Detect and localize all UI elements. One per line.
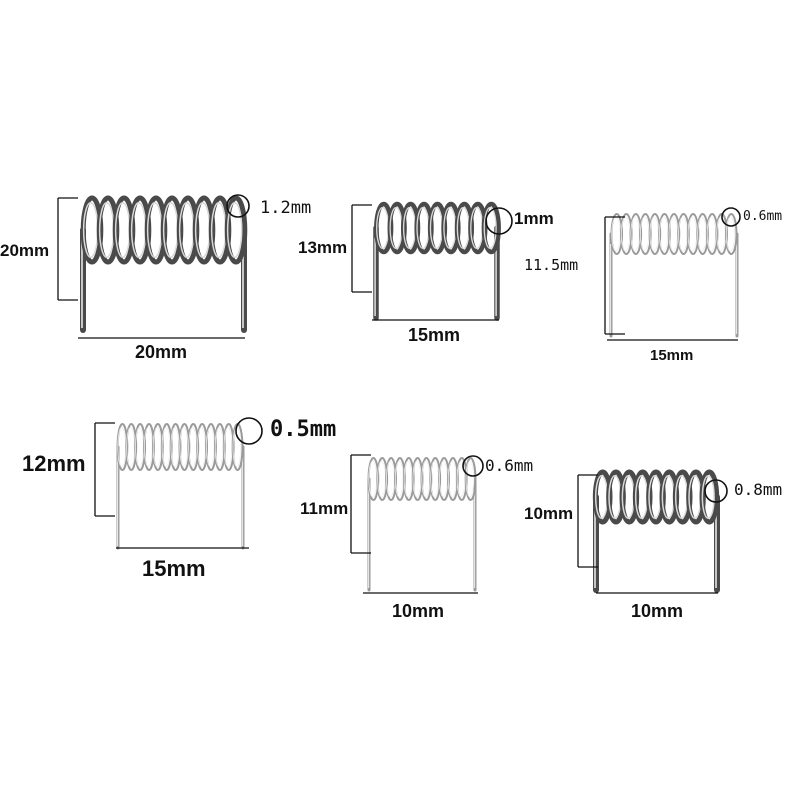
spring-6-coil-highlight <box>701 475 715 519</box>
spring-1-width-label: 20mm <box>135 342 188 362</box>
spring-6-height-label: 10mm <box>524 504 574 523</box>
spring-5-height-label: 11mm <box>300 499 349 518</box>
spring-4-height-label: 12mm <box>22 451 86 476</box>
spring-2-coil-highlight <box>483 206 497 250</box>
spring-4 <box>94 417 263 550</box>
spring-5-width-label: 10mm <box>392 601 445 621</box>
spring-3-width-label: 15mm <box>650 347 694 364</box>
spring-2 <box>351 201 513 321</box>
spring-1-coil-highlight <box>226 202 243 258</box>
spring-2-wire-indicator-circle <box>485 207 513 235</box>
spring-3-height-label: 11.5mm <box>524 256 579 274</box>
spring-3-wire-label: 0.6mm <box>743 209 783 224</box>
spring-5 <box>350 454 484 594</box>
spring-5-wire-indicator-circle <box>462 455 484 477</box>
spring-3-coil-highlight <box>725 216 736 252</box>
spring-3-wire-indicator-circle <box>721 207 741 227</box>
spring-1-wire-indicator-circle <box>226 194 250 218</box>
spring-6-wire-indicator-circle <box>704 479 728 503</box>
spring-1-wire-label: 1.2mm <box>260 198 312 218</box>
spring-6 <box>577 469 728 594</box>
spring-6-width-label: 10mm <box>631 601 684 621</box>
spring-1-height-label: 20mm <box>0 241 50 260</box>
spring-1 <box>57 194 250 339</box>
spring-5-wire-label: 0.6mm <box>485 456 534 475</box>
spring-6-wire-label: 0.8mm <box>734 480 783 499</box>
spring-3-coil-highlight <box>611 216 621 252</box>
spring-5-coil-highlight <box>465 460 475 498</box>
spring-4-width-label: 15mm <box>142 556 206 581</box>
spring-4-wire-indicator-circle <box>235 417 263 445</box>
spring-2-width-label: 15mm <box>408 325 461 345</box>
spring-4-wire-label: 0.5mm <box>270 417 337 442</box>
spring-2-height-label: 13mm <box>298 238 348 257</box>
spring-3 <box>604 207 741 341</box>
spring-2-wire-label: 1mm <box>514 209 554 228</box>
